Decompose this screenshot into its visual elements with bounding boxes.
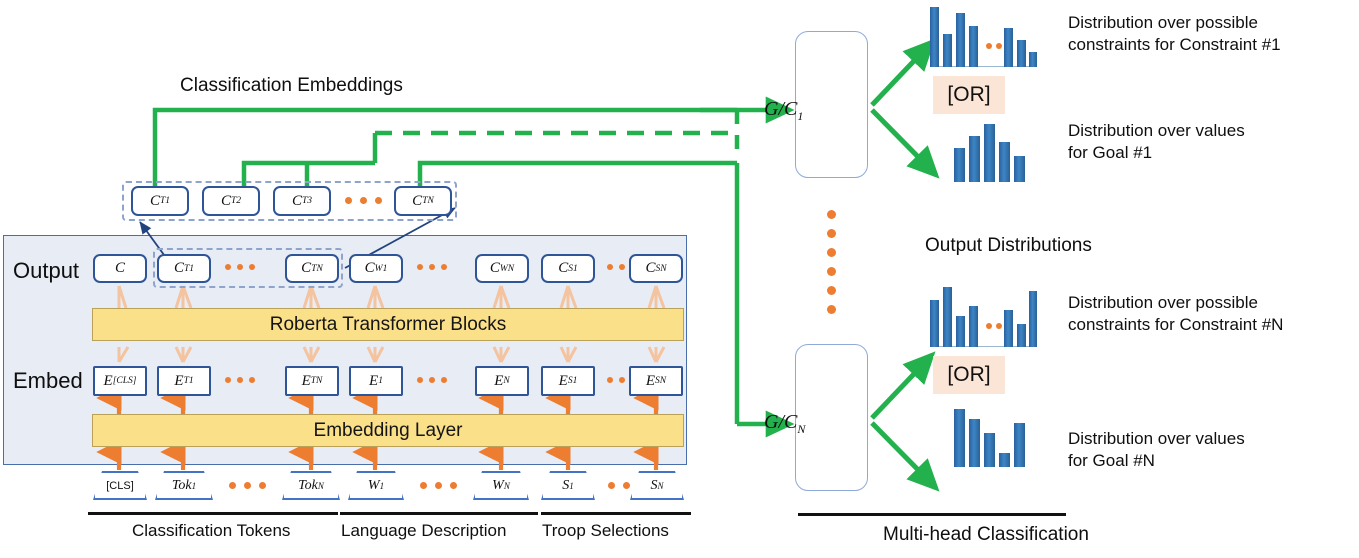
embed-ellipsis-2 bbox=[414, 377, 450, 383]
embedding-layer: Embedding Layer bbox=[92, 414, 684, 447]
group-label-classification-tokens: Classification Tokens bbox=[132, 521, 291, 540]
group-label-language-description: Language Description bbox=[341, 521, 507, 540]
input-ellipsis-1 bbox=[225, 482, 270, 489]
ct-row-ellipsis bbox=[341, 197, 386, 204]
nn-head-1-block bbox=[795, 31, 868, 178]
output-ellipsis-2 bbox=[414, 264, 450, 270]
row-label-embed: Embed bbox=[13, 368, 83, 393]
output-box-c[interactable]: C bbox=[93, 254, 147, 283]
heads-vertical-ellipsis bbox=[827, 205, 836, 319]
input-token-cls[interactable]: [CLS] bbox=[93, 471, 147, 500]
output-ellipsis-1 bbox=[222, 264, 258, 270]
chart-constraint-1 bbox=[930, 5, 1037, 67]
multihead-classification-label: Multi-head Classification bbox=[883, 524, 1089, 545]
group-underline-language bbox=[340, 512, 538, 515]
edge-label-gcn: G/CN bbox=[764, 411, 806, 436]
input-ellipsis-2 bbox=[416, 482, 461, 489]
nn-head-2-block bbox=[795, 344, 868, 491]
row-label-output: Output bbox=[13, 258, 80, 283]
caption-goal-1: Distribution over values for Goal #1 bbox=[1068, 121, 1245, 162]
chart-goal-n bbox=[954, 405, 1025, 467]
or-box-head-1: [OR] bbox=[933, 76, 1005, 114]
multihead-underline bbox=[798, 513, 1066, 516]
or-box-head-n: [OR] bbox=[933, 356, 1005, 394]
group-underline-classification bbox=[88, 512, 338, 515]
output-ct-selection bbox=[153, 248, 343, 288]
caption-constraint-1: Distribution over possible constraints f… bbox=[1068, 13, 1281, 54]
caption-constraint-n: Distribution over possible constraints f… bbox=[1068, 293, 1284, 334]
group-label-troop-selections: Troop Selections bbox=[542, 521, 669, 540]
classification-embeddings-selection bbox=[122, 181, 457, 221]
output-distributions-label: Output Distributions bbox=[925, 235, 1092, 256]
chart-constraint-n bbox=[930, 285, 1037, 347]
group-underline-troop bbox=[541, 512, 691, 515]
caption-goal-n: Distribution over values for Goal #N bbox=[1068, 429, 1245, 470]
embed-box-cls[interactable]: E[CLS] bbox=[93, 366, 147, 396]
edge-label-gc1: G/C1 bbox=[764, 98, 804, 123]
classification-embeddings-title: Classification Embeddings bbox=[180, 75, 403, 96]
roberta-transformer-blocks: Roberta Transformer Blocks bbox=[92, 308, 684, 341]
chart-goal-1 bbox=[954, 122, 1025, 182]
embed-ellipsis-1 bbox=[222, 377, 258, 383]
